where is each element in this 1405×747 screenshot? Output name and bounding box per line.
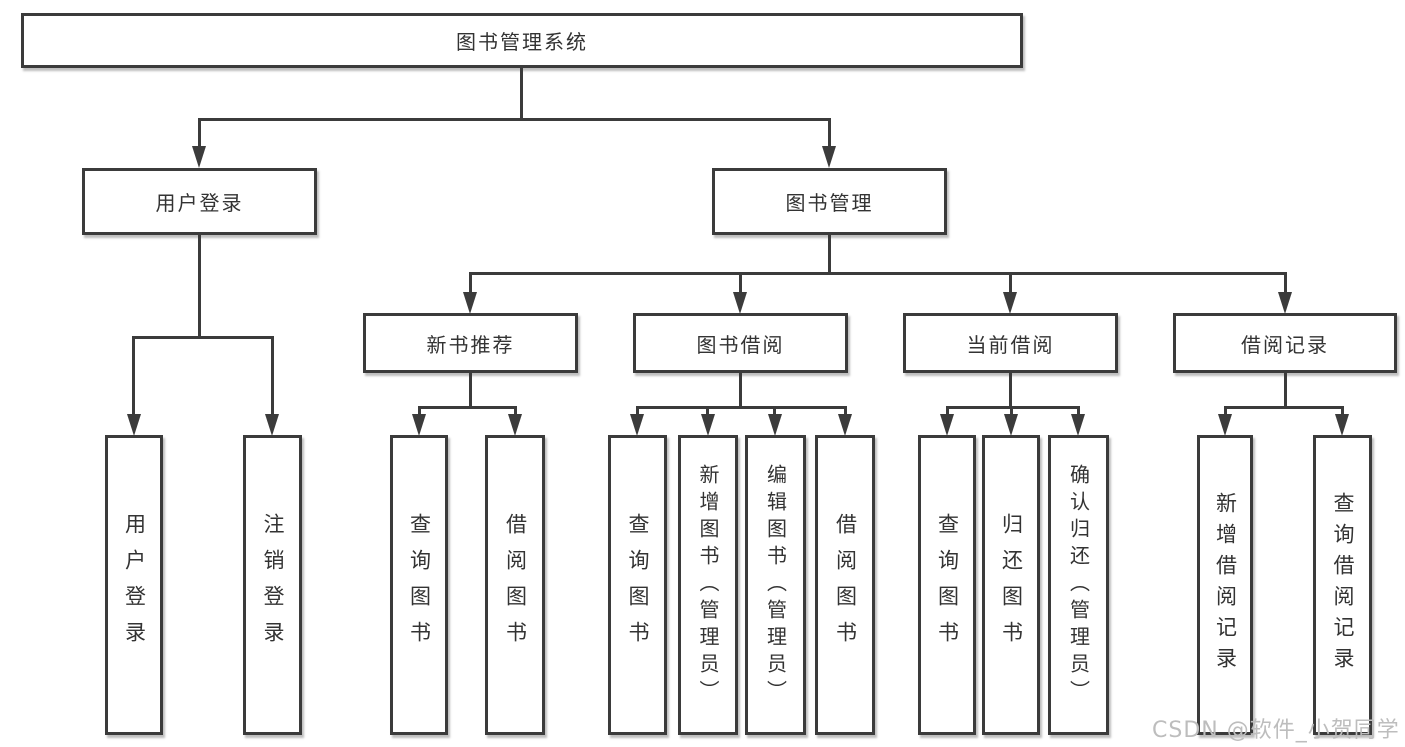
- connector-line: [636, 406, 639, 417]
- arrow-down-icon: [940, 414, 954, 436]
- leaf-recommend-query-books: 查询图书: [390, 435, 448, 735]
- connector-line: [828, 118, 831, 148]
- arrow-down-icon: [463, 292, 477, 314]
- leaf-records-query-record: 查询借阅记录: [1313, 435, 1372, 735]
- connector-line: [132, 336, 274, 339]
- connector-line: [1009, 373, 1012, 408]
- connector-line: [946, 406, 949, 417]
- leaf-borrow-add-books-admin: 新增图书（管理员）: [678, 435, 738, 735]
- connector-line: [706, 406, 709, 417]
- connector-line: [469, 373, 472, 408]
- arrow-down-icon: [1071, 414, 1085, 436]
- connector-line: [636, 406, 847, 409]
- arrow-down-icon: [768, 414, 782, 436]
- arrow-down-icon: [838, 414, 852, 436]
- connector-line: [1284, 373, 1287, 408]
- leaf-current-query-books: 查询图书: [918, 435, 976, 735]
- connector-line: [1010, 406, 1013, 417]
- arrow-down-icon: [192, 146, 206, 168]
- connector-line: [1224, 406, 1227, 417]
- connector-line: [198, 118, 201, 148]
- arrow-down-icon: [265, 414, 279, 436]
- node-current-borrow: 当前借阅: [903, 313, 1118, 373]
- arrow-down-icon: [733, 292, 747, 314]
- connector-line: [773, 406, 776, 417]
- arrow-down-icon: [1003, 292, 1017, 314]
- connector-line: [271, 336, 274, 416]
- leaf-logout: 注销登录: [243, 435, 302, 735]
- arrow-down-icon: [822, 146, 836, 168]
- arrow-down-icon: [1278, 292, 1292, 314]
- arrow-down-icon: [1218, 414, 1232, 436]
- arrow-down-icon: [508, 414, 522, 436]
- node-book-management: 图书管理: [712, 168, 947, 235]
- connector-line: [844, 406, 847, 417]
- leaf-current-return-books: 归还图书: [982, 435, 1040, 735]
- leaf-borrow-borrow-books: 借阅图书: [815, 435, 875, 735]
- connector-line: [198, 118, 831, 121]
- connector-line: [828, 235, 831, 274]
- leaf-borrow-edit-books-admin: 编辑图书（管理员）: [745, 435, 806, 735]
- connector-line: [469, 272, 472, 294]
- connector-line: [1224, 406, 1344, 409]
- leaf-records-add-record: 新增借阅记录: [1197, 435, 1253, 735]
- node-book-borrow: 图书借阅: [633, 313, 848, 373]
- connector-line: [739, 373, 742, 408]
- arrow-down-icon: [630, 414, 644, 436]
- arrow-down-icon: [412, 414, 426, 436]
- node-user-login: 用户登录: [82, 168, 317, 235]
- node-library-management-system: 图书管理系统: [21, 13, 1023, 68]
- leaf-recommend-borrow-books: 借阅图书: [485, 435, 545, 735]
- connector-line: [469, 272, 1287, 275]
- connector-line: [946, 406, 1080, 409]
- connector-line: [1009, 272, 1012, 294]
- leaf-borrow-query-books: 查询图书: [608, 435, 667, 735]
- connector-line: [132, 336, 135, 416]
- connector-line: [418, 406, 421, 417]
- leaf-current-confirm-return-admin: 确认归还（管理员）: [1048, 435, 1109, 735]
- watermark: CSDN @软件_小贺同学: [1152, 718, 1400, 743]
- node-borrow-records: 借阅记录: [1173, 313, 1397, 373]
- arrow-down-icon: [1335, 414, 1349, 436]
- connector-line: [1284, 272, 1287, 294]
- connector-line: [739, 272, 742, 294]
- arrow-down-icon: [701, 414, 715, 436]
- node-new-book-recommend: 新书推荐: [363, 313, 578, 373]
- connector-line: [520, 68, 523, 118]
- leaf-user-login: 用户登录: [105, 435, 163, 735]
- connector-line: [1341, 406, 1344, 417]
- connector-line: [418, 406, 517, 409]
- connector-line: [514, 406, 517, 417]
- arrow-down-icon: [1004, 414, 1018, 436]
- connector-line: [198, 235, 201, 338]
- connector-line: [1077, 406, 1080, 417]
- arrow-down-icon: [127, 414, 141, 436]
